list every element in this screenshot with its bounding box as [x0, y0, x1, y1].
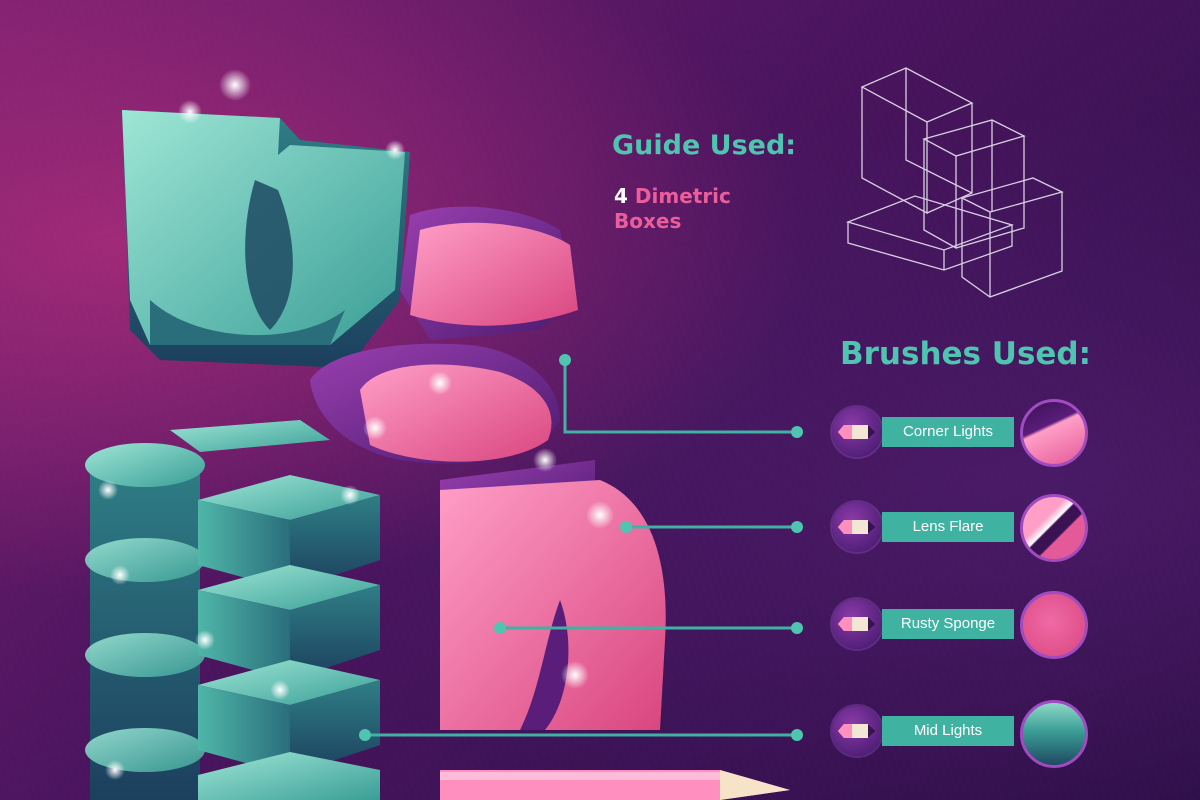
- lens-flare-sparkles: [98, 69, 614, 780]
- guide-desc-line1: Dimetric: [634, 184, 731, 208]
- rusty-sponge-swatch: [1020, 591, 1088, 659]
- pencil-illustration: [440, 770, 790, 800]
- brush-label: Lens Flare: [882, 512, 1014, 542]
- brush-tool-icon: [832, 706, 882, 756]
- brush-label: Rusty Sponge: [882, 609, 1014, 639]
- guide-desc-line2: Boxes: [614, 209, 682, 233]
- teal-disc-stack: [85, 420, 330, 800]
- brush-tool-icon: [832, 502, 882, 552]
- guide-description: 4 Dimetric Boxes: [614, 184, 731, 234]
- mid-lights-swatch: [1020, 700, 1088, 768]
- guide-used-title: Guide Used:: [612, 130, 797, 161]
- connector-dots: [359, 354, 803, 741]
- brush-tool-icon: [832, 407, 882, 457]
- lens-flare-swatch: [1020, 494, 1088, 562]
- teal-letter-y: [122, 110, 410, 368]
- pink-letter-forms: [310, 206, 666, 730]
- brushes-used-title: Brushes Used:: [840, 336, 1092, 372]
- teal-block-stack: [198, 475, 380, 800]
- connector-lines: [365, 360, 797, 737]
- corner-lights-swatch: [1020, 399, 1088, 467]
- brush-label: Mid Lights: [882, 716, 1014, 746]
- guide-count: 4: [614, 184, 628, 208]
- dimetric-boxes-wireframe: [845, 67, 1064, 298]
- brush-tool-icon: [832, 599, 882, 649]
- brush-label: Corner Lights: [882, 417, 1014, 447]
